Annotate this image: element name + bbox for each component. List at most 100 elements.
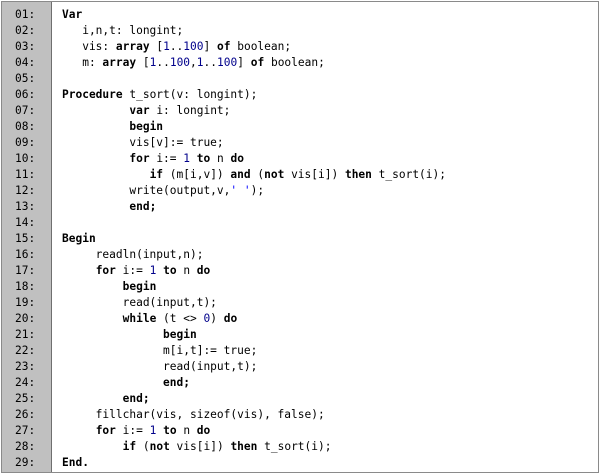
line-number: 05: xyxy=(15,72,36,85)
line-code: for i:= 1 to n do xyxy=(62,263,211,279)
text-token: t_sort(v: longint); xyxy=(122,88,258,101)
number-token: 100 xyxy=(169,56,191,69)
text-token xyxy=(62,312,123,325)
text-token: vis[v]:= true; xyxy=(62,136,224,149)
line-number: 19: xyxy=(15,296,36,309)
code-line: 28: if (not vis[i]) then t_sort(i); xyxy=(2,439,598,455)
keyword-token: if xyxy=(122,440,137,453)
keyword-token: for xyxy=(95,264,116,277)
text-token: .. xyxy=(169,40,184,53)
text-token: vis: xyxy=(62,40,116,53)
line-code: Procedure t_sort(v: longint); xyxy=(62,87,257,103)
keyword-token: then xyxy=(344,168,372,181)
line-code: var i: longint; xyxy=(62,103,230,119)
text-token: .. xyxy=(203,56,218,69)
code-line: 18: begin xyxy=(2,279,598,295)
text-token: i:= xyxy=(149,152,184,165)
keyword-token: end; xyxy=(129,200,157,213)
code-line: 11: if (m[i,v]) and (not vis[i]) then t_… xyxy=(2,167,598,183)
code-line: 17: for i:= 1 to n do xyxy=(2,263,598,279)
number-token: 1 xyxy=(196,56,204,69)
text-token: , xyxy=(190,56,197,69)
text-token xyxy=(62,168,150,181)
line-code: i,n,t: longint; xyxy=(62,23,183,39)
line-code: write(output,v,' '); xyxy=(62,183,264,199)
keyword-token: for xyxy=(129,152,150,165)
line-code: while (t <> 0) do xyxy=(62,311,238,327)
code-line: 20: while (t <> 0) do xyxy=(2,311,598,327)
text-token: [ xyxy=(136,56,150,69)
code-line: 08: begin xyxy=(2,119,598,135)
line-number: 27: xyxy=(15,424,36,437)
code-line: 10: for i:= 1 to n do xyxy=(2,151,598,167)
line-number: 14: xyxy=(15,216,36,229)
code-line: 29:End. xyxy=(2,455,598,471)
keyword-token: not xyxy=(149,440,170,453)
code-line: 13: end; xyxy=(2,199,598,215)
text-token: ( xyxy=(250,168,265,181)
text-token xyxy=(62,120,129,133)
keyword-token: array xyxy=(102,56,137,69)
line-code: end; xyxy=(62,391,150,407)
line-number: 08: xyxy=(15,120,36,133)
keyword-token: Begin xyxy=(62,232,96,245)
line-code: end; xyxy=(62,375,190,391)
text-token: vis[i]) xyxy=(169,440,231,453)
number-token: 0 xyxy=(203,312,211,325)
code-line: 07: var i: longint; xyxy=(2,103,598,119)
keyword-token: to xyxy=(196,152,211,165)
line-number: 28: xyxy=(15,440,36,453)
line-code: for i:= 1 to n do xyxy=(62,423,211,439)
line-number: 06: xyxy=(15,88,36,101)
line-number: 07: xyxy=(15,104,36,117)
line-code: end; xyxy=(62,199,156,215)
line-code: if (m[i,v]) and (not vis[i]) then t_sort… xyxy=(62,167,446,183)
number-token: 1 xyxy=(149,424,157,437)
text-token: ] xyxy=(203,40,217,53)
line-number: 13: xyxy=(15,200,36,213)
text-token: [ xyxy=(149,40,164,53)
code-line: 01:Var xyxy=(2,7,598,23)
text-token: t_sort(i); xyxy=(371,168,446,181)
line-code: begin xyxy=(62,279,157,295)
keyword-token: end; xyxy=(163,376,190,389)
text-token xyxy=(62,440,123,453)
line-number: 16: xyxy=(15,248,36,261)
line-number: 02: xyxy=(15,24,36,37)
keyword-token: for xyxy=(95,424,116,437)
keyword-token: of xyxy=(250,56,265,69)
line-code: begin xyxy=(62,119,163,135)
text-token xyxy=(62,280,123,293)
keyword-token: Procedure xyxy=(62,88,123,101)
line-number: 24: xyxy=(15,376,36,389)
keyword-token: do xyxy=(196,264,211,277)
line-number: 10: xyxy=(15,152,36,165)
line-code: read(input,t); xyxy=(62,359,257,375)
line-number: 22: xyxy=(15,344,36,357)
text-token: fillchar(vis, sizeof(vis), false); xyxy=(62,408,325,421)
line-number: 17: xyxy=(15,264,36,277)
line-code: if (not vis[i]) then t_sort(i); xyxy=(62,439,332,455)
line-code: read(input,t); xyxy=(62,295,217,311)
code-line: 26: fillchar(vis, sizeof(vis), false); xyxy=(2,407,598,423)
text-token: m[i,t]:= true; xyxy=(62,344,258,357)
code-line: 22: m[i,t]:= true; xyxy=(2,343,598,359)
text-token: boolean; xyxy=(264,56,325,69)
text-token: i:= xyxy=(115,264,150,277)
line-number: 25: xyxy=(15,392,36,405)
line-number: 04: xyxy=(15,56,36,69)
line-code: begin xyxy=(62,327,197,343)
code-line: 05: xyxy=(2,71,598,87)
string-token: ' ' xyxy=(230,184,251,197)
code-line: 14: xyxy=(2,215,598,231)
number-token: 1 xyxy=(149,264,157,277)
text-token: vis[i]) xyxy=(284,168,345,181)
text-token: n xyxy=(176,424,197,437)
text-token: i:= xyxy=(115,424,150,437)
keyword-token: to xyxy=(163,264,177,277)
keyword-token: if xyxy=(149,168,164,181)
line-code: m[i,t]:= true; xyxy=(62,343,257,359)
line-code: Begin xyxy=(62,231,96,247)
keyword-token: begin xyxy=(129,120,164,133)
line-code: m: array [1..100,1..100] of boolean; xyxy=(62,55,325,71)
